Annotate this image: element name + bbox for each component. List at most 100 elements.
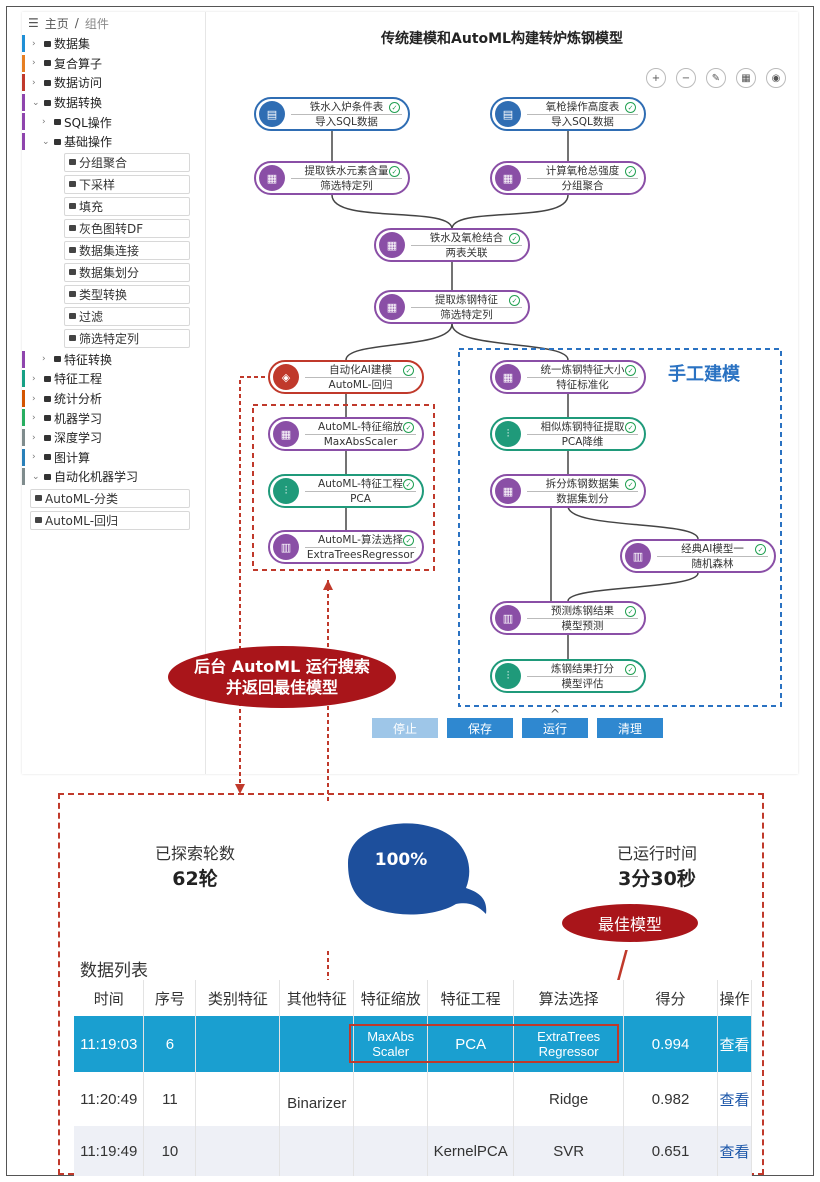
zoom-in-icon[interactable]: + — [646, 68, 666, 88]
collapse-icon[interactable]: ^ — [550, 707, 561, 721]
breadcrumb-home[interactable]: 主页 — [44, 16, 69, 31]
zoom-out-icon[interactable]: − — [676, 68, 696, 88]
format-icon[interactable]: ✎ — [706, 68, 726, 88]
flow-node-n2[interactable]: ▤氧枪操作高度表导入SQL数据✓ — [490, 97, 646, 131]
check-icon: ✓ — [509, 233, 520, 244]
sidebar-item-label: 复合算子 — [54, 56, 103, 71]
grid-icon[interactable]: ▦ — [736, 68, 756, 88]
chevron-right-icon[interactable]: › — [32, 393, 36, 404]
node-text: 经典AI模型一随机森林 — [651, 542, 774, 571]
flow-node-n11[interactable]: ▦统一炼钢特征大小特征标准化✓ — [490, 360, 646, 394]
table-cell: 11 — [143, 1072, 197, 1126]
sidebar-item[interactable]: ›特征转换 — [22, 350, 205, 370]
chevron-right-icon[interactable]: › — [32, 413, 36, 424]
component-leaf[interactable]: AutoML-分类 — [30, 488, 190, 508]
chevron-right-icon[interactable]: › — [32, 58, 36, 69]
component-leaf[interactable]: 类型转换 — [64, 284, 190, 304]
flow-node-n14[interactable]: ▥经典AI模型一随机森林✓ — [620, 539, 776, 573]
sidebar-item-label: SQL操作 — [64, 115, 112, 130]
sidebar-item[interactable]: › 机器学习 — [22, 408, 205, 428]
eye-icon[interactable]: ◉ — [766, 68, 786, 88]
component-icon — [69, 313, 76, 320]
component-leaf[interactable]: 填充 — [64, 196, 190, 216]
component-leaf[interactable]: 分组聚合 — [64, 152, 190, 172]
best-model-callout: 最佳模型 — [562, 904, 698, 942]
node-subtitle: 数据集划分 — [556, 492, 609, 505]
chevron-down-icon[interactable]: ⌄ — [42, 136, 50, 147]
component-sidebar: ☰ 主页 / 组件 ›数据集›复合算子›数据访问⌄数据转换›SQL操作⌄基础操作… — [22, 12, 206, 774]
flow-node-n3[interactable]: ▦提取铁水元素含量筛选特定列✓ — [254, 161, 410, 195]
sidebar-item-label: 机器学习 — [54, 411, 103, 426]
doc-icon: ▦ — [259, 165, 285, 191]
chevron-right-icon[interactable]: › — [42, 117, 46, 128]
flow-node-n13[interactable]: ▦拆分炼钢数据集数据集划分✓ — [490, 474, 646, 508]
check-icon: ✓ — [389, 166, 400, 177]
flow-node-n6[interactable]: ▦提取炼钢特征筛选特定列✓ — [374, 290, 530, 324]
sidebar-item[interactable]: ›特征工程 — [22, 369, 205, 389]
node-title: 炼钢结果打分 — [527, 662, 638, 677]
chevron-right-icon[interactable]: › — [32, 432, 36, 443]
table-cell: 11:19:49 — [74, 1126, 145, 1176]
flow-node-n4[interactable]: ▦计算氧枪总强度分组聚合✓ — [490, 161, 646, 195]
sidebar-item[interactable]: ›统计分析 — [22, 389, 205, 409]
manual-model-label: 手工建模 — [668, 364, 740, 385]
flow-node-n16[interactable]: ⫶炼钢结果打分模型评估✓ — [490, 659, 646, 693]
component-leaf[interactable]: AutoML-回归 — [30, 510, 190, 530]
flow-node-n5[interactable]: ▦铁水及氧枪结合两表关联✓ — [374, 228, 530, 262]
sidebar-item[interactable]: › 复合算子 — [22, 54, 205, 74]
view-link[interactable]: 查看 — [717, 1016, 753, 1072]
component-leaf[interactable]: 过滤 — [64, 306, 190, 326]
save-button[interactable]: 保存 — [447, 718, 513, 738]
table-cell: 6 — [143, 1016, 197, 1072]
view-link[interactable]: 查看 — [717, 1126, 753, 1176]
automl-search-callout: 后台 AutoML 运行搜索 并返回最佳模型 — [168, 646, 396, 708]
component-leaf[interactable]: 灰色图转DF — [64, 218, 190, 238]
chevron-right-icon[interactable]: › — [32, 38, 36, 49]
chevron-right-icon[interactable]: › — [32, 452, 36, 463]
chevron-right-icon[interactable]: › — [42, 354, 46, 365]
chevron-down-icon[interactable]: ⌄ — [32, 97, 40, 108]
folder-icon — [44, 395, 51, 402]
flow-node-n15[interactable]: ▥预测炼钢结果模型预测✓ — [490, 601, 646, 635]
component-leaf[interactable]: 数据集划分 — [64, 262, 190, 282]
run-button[interactable]: 运行 — [522, 718, 588, 738]
node-subtitle: 筛选特定列 — [440, 308, 493, 321]
sidebar-item[interactable]: ›数据访问 — [22, 73, 205, 93]
component-leaf[interactable]: 下采样 — [64, 174, 190, 194]
flow-node-n1[interactable]: ▤铁水入炉条件表导入SQL数据✓ — [254, 97, 410, 131]
node-text: 预测炼钢结果模型预测 — [521, 604, 644, 633]
view-link[interactable]: 查看 — [717, 1072, 753, 1126]
sidebar-item[interactable]: ⌄ 基础操作 — [22, 132, 205, 152]
node-subtitle: 分组聚合 — [561, 179, 604, 192]
chevron-right-icon[interactable]: › — [32, 373, 36, 384]
sidebar-item[interactable]: ›数据集 — [22, 34, 205, 54]
check-icon: ✓ — [625, 365, 636, 376]
sidebar-item-label: 基础操作 — [64, 135, 113, 150]
component-leaf[interactable]: 筛选特定列 — [64, 328, 190, 348]
sidebar-item[interactable]: ›图计算 — [22, 448, 205, 468]
node-subtitle: 导入SQL数据 — [315, 115, 378, 128]
sidebar-item[interactable]: ›深度学习 — [22, 428, 205, 448]
folder-icon — [44, 40, 51, 47]
component-leaf[interactable]: 数据集连接 — [64, 240, 190, 260]
table-cell: KernelPCA — [427, 1126, 515, 1176]
chevron-down-icon[interactable]: ⌄ — [32, 471, 40, 482]
sidebar-item[interactable]: ⌄数据转换 — [22, 93, 205, 113]
sidebar-item[interactable]: ⌄自动化机器学习 — [22, 467, 205, 487]
sidebar-item[interactable]: › SQL操作 — [22, 112, 205, 132]
menu-icon[interactable]: ☰ — [28, 16, 39, 30]
clear-button[interactable]: 清理 — [597, 718, 663, 738]
stop-button[interactable]: 停止 — [372, 718, 438, 738]
table-cell: 11:19:03 — [74, 1016, 145, 1072]
chevron-right-icon[interactable]: › — [32, 77, 36, 88]
